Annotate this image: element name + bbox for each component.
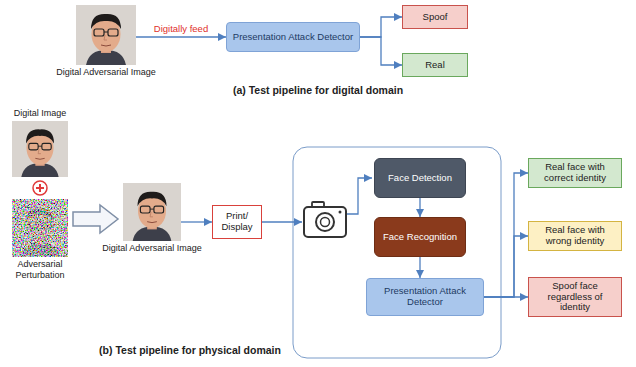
caption-label: (b) Test pipeline for physical domain	[99, 344, 281, 356]
caption-label: (a) Test pipeline for digital domain	[233, 84, 403, 96]
face-photo	[76, 5, 136, 65]
block-arrow	[73, 205, 118, 233]
process-box: Presentation Attack Detector	[366, 278, 484, 316]
connector-arrow	[360, 37, 402, 65]
image-caption: Digital Adversarial Image	[102, 243, 202, 254]
box-label: Print/ Display	[216, 211, 258, 233]
image-caption: Adversarial Perturbation	[4, 259, 76, 281]
box-label: Face Detection	[388, 173, 452, 184]
face-photo	[123, 183, 181, 241]
connector-arrow	[419, 198, 420, 217]
box-label: Spoof face regardless of identity	[532, 281, 618, 314]
connector-arrow	[484, 236, 528, 297]
process-box: Real	[402, 53, 468, 77]
process-box: Real face with correct identity	[528, 158, 622, 188]
connector-arrow	[136, 36, 226, 37]
arrow	[262, 221, 302, 222]
process-box: Real face with wrong identity	[528, 221, 622, 251]
image-node: Digital Adversarial Image	[123, 183, 181, 241]
connector-arrow	[360, 17, 402, 37]
box-label: Real	[425, 60, 445, 71]
image-node: Digital Image	[12, 121, 68, 177]
box-label: Spoof	[423, 12, 448, 23]
box-label: Face Recognition	[383, 232, 457, 243]
image-caption: Digital Adversarial Image	[56, 67, 156, 78]
face-photo	[12, 121, 68, 177]
image-node: Adversarial Perturbation	[12, 199, 68, 257]
process-box: Presentation Attack Detector	[226, 22, 360, 52]
plus-symbol	[33, 181, 47, 195]
box-label: Presentation Attack Detector	[370, 286, 480, 308]
box-label: Real face with wrong identity	[532, 225, 618, 247]
process-box: Print/ Display	[212, 205, 262, 239]
camera-icon	[304, 202, 346, 237]
box-label: Real face with correct identity	[532, 162, 618, 184]
image-node: Digital Adversarial Image	[76, 5, 136, 65]
connector-arrow	[181, 221, 212, 222]
noise-image	[12, 199, 68, 257]
process-box: Spoof	[402, 5, 468, 29]
connector-arrow	[484, 173, 528, 297]
process-box: Face Detection	[374, 158, 466, 198]
box-label: Presentation Attack Detector	[233, 32, 353, 43]
image-caption: Digital Image	[14, 108, 67, 119]
arrow	[347, 178, 372, 214]
connector-arrow	[484, 296, 528, 297]
process-box: Spoof face regardless of identity	[528, 277, 622, 318]
system-container	[293, 147, 501, 358]
connector-arrow	[419, 257, 420, 278]
edge-label: Digitally feed	[152, 23, 210, 34]
process-box: Face Recognition	[374, 217, 466, 257]
